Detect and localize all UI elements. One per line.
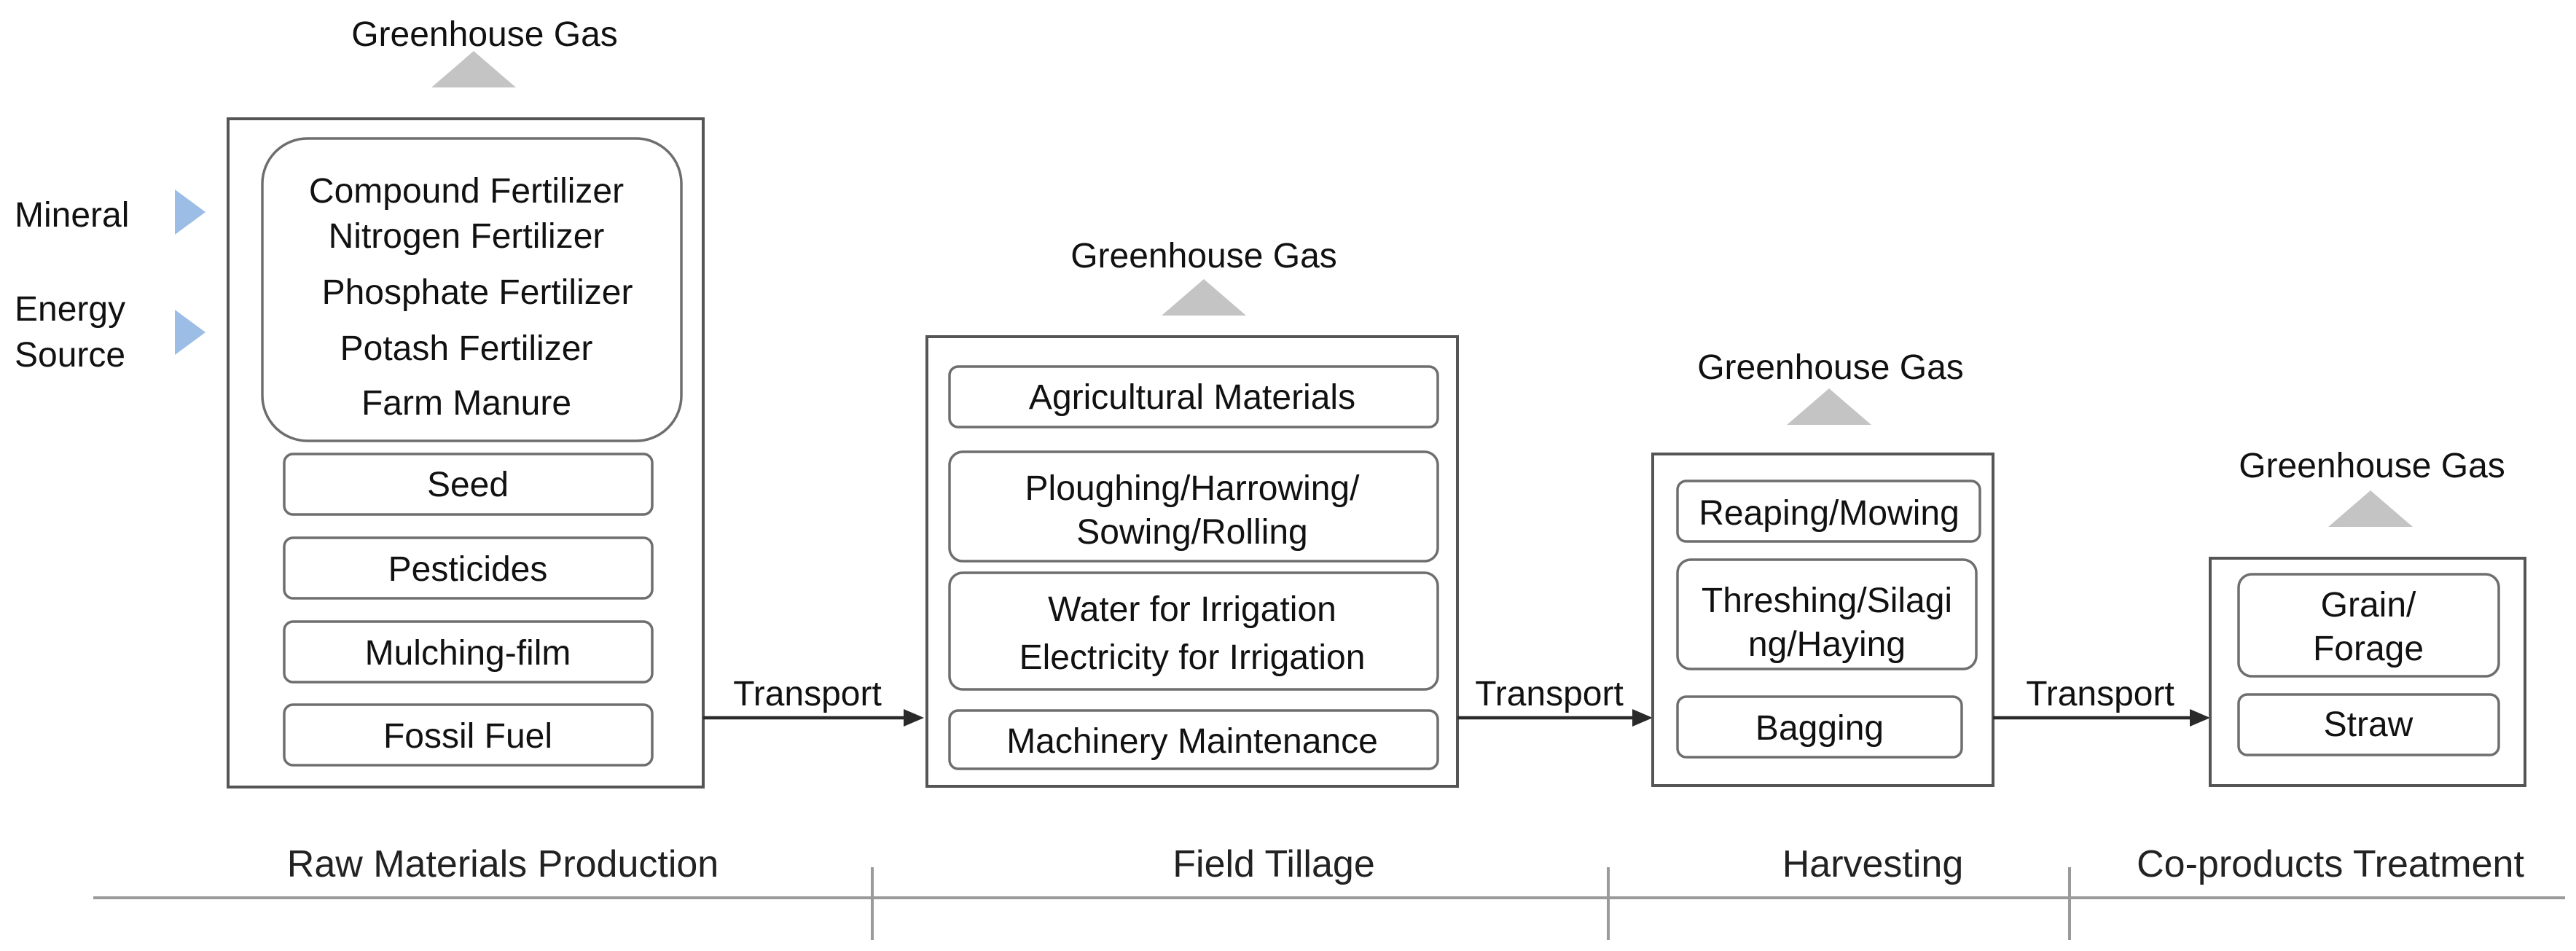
harvest-item-bagging-box [1676,695,1963,759]
tillage-item-materials-box [948,365,1439,428]
harvest-item-threshing-line1: Threshing/Silagi [1702,582,1952,620]
transport-label-1: Transport [733,675,882,713]
raw-item-mulching: Mulching-film [365,634,571,673]
harvest-item-reaping-box [1676,480,1981,543]
ghg-arrow-harvest-icon [1787,388,1871,425]
raw-item-fossil: Fossil Fuel [383,717,552,756]
stage-box-coproducts [2209,557,2526,787]
ghg-arrow-coproducts-icon [2328,490,2413,527]
tillage-item-ploughing-line2: Sowing/Rolling [1076,513,1308,552]
stage-box-harvest [1651,453,1994,787]
harvest-item-bagging: Bagging [1755,709,1884,748]
harvest-item-threshing-line2: ng/Haying [1748,625,1906,664]
stage-label-raw: Raw Materials Production [287,843,719,885]
ghg-label-coproducts: Greenhouse Gas [2239,447,2505,485]
fertilizer-manure: Farm Manure [361,384,571,423]
raw-item-pesticides: Pesticides [388,550,548,589]
input-label-mineral: Mineral [15,196,129,235]
input-arrow-energy-icon [175,310,205,355]
input-label-energy-line1: Energy [15,290,125,329]
transport-arrowhead-2-icon [1632,709,1653,727]
raw-item-seed: Seed [427,466,509,504]
fertilizer-group [261,137,683,442]
tillage-item-ploughing-box [948,450,1439,563]
input-label-energy-line2: Source [15,336,125,375]
stage-label-tillage: Field Tillage [1172,843,1374,885]
tillage-item-irrigation-line2: Electricity for Irrigation [1019,638,1366,677]
raw-item-pesticides-box [283,536,654,600]
transport-label-2: Transport [1475,675,1624,713]
transport-label-3: Transport [2026,675,2174,713]
coproduct-straw: Straw [2324,705,2413,744]
tillage-item-machinery: Machinery Maintenance [1006,722,1378,761]
tillage-item-materials: Agricultural Materials [1029,378,1355,417]
tillage-item-irrigation-line1: Water for Irrigation [1048,590,1336,629]
ghg-label-tillage: Greenhouse Gas [1070,237,1337,275]
stage-label-harvest: Harvesting [1782,843,1964,885]
raw-item-mulching-box [283,620,654,684]
fertilizer-compound: Compound Fertilizer [309,172,624,211]
ghg-label-raw: Greenhouse Gas [351,15,618,54]
ghg-arrow-raw-icon [431,51,516,87]
ghg-label-harvest: Greenhouse Gas [1697,348,1964,387]
fertilizer-nitrogen: Nitrogen Fertilizer [329,217,605,256]
raw-item-fossil-box [283,703,654,767]
transport-arrowhead-3-icon [2190,709,2210,727]
stage-box-tillage [925,335,1459,788]
raw-item-seed-box [283,453,654,516]
tillage-item-machinery-box [948,709,1439,770]
fertilizer-potash: Potash Fertilizer [340,329,593,368]
stage-label-coproducts: Co-products Treatment [2137,843,2524,885]
tillage-item-ploughing-line1: Ploughing/Harrowing/ [1025,469,1361,508]
coproduct-grain-line2: Forage [2313,630,2424,668]
coproduct-straw-box [2237,693,2500,756]
input-arrow-mineral-icon [175,189,205,235]
coproduct-grain-box [2237,573,2500,678]
stage-box-raw [227,117,705,788]
transport-arrowhead-1-icon [904,709,924,727]
tillage-item-irrigation-box [948,571,1439,691]
harvest-item-reaping: Reaping/Mowing [1699,494,1960,533]
ghg-arrow-tillage-icon [1162,279,1246,316]
coproduct-grain-line1: Grain/ [2321,586,2416,625]
harvest-item-threshing-box [1676,558,1978,670]
fertilizer-phosphate: Phosphate Fertilizer [322,273,633,312]
